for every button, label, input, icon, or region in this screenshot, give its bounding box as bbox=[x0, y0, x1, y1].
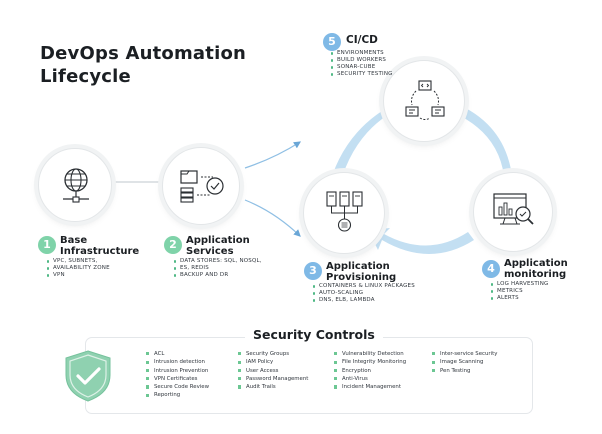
diagram-title-line2: Lifecycle bbox=[40, 66, 131, 87]
list-item: VPC, Subnets, bbox=[47, 258, 110, 265]
list-item: Environments bbox=[331, 50, 393, 57]
list-item: VPN Certificates bbox=[146, 375, 209, 383]
list-item: User Access bbox=[238, 367, 308, 375]
step-2-title: Application Services bbox=[186, 235, 250, 257]
step-1-title-line2: Infrastructure bbox=[60, 246, 140, 257]
step-4-title-line1: Application bbox=[504, 258, 568, 269]
globe-network-icon bbox=[63, 168, 89, 203]
step-4-badge: 4 bbox=[482, 260, 500, 278]
step-5-items: Environments Build Workers Sonar-Cube Se… bbox=[331, 50, 393, 78]
list-item: Containers & Linux Packages bbox=[313, 283, 415, 290]
list-item: Sonar-Cube bbox=[331, 64, 393, 71]
circle-base-infrastructure bbox=[38, 148, 112, 222]
list-item: Audit Trails bbox=[238, 383, 308, 391]
step-2-title-line1: Application bbox=[186, 235, 250, 246]
step-5-title-line1: CI/CD bbox=[346, 34, 378, 46]
step-4-items: Log Harvesting Metrics Alerts bbox=[491, 281, 549, 302]
circle-application-provisioning bbox=[303, 172, 385, 254]
list-item: Secure Code Review bbox=[146, 383, 209, 391]
list-item: Intrusion Prevention bbox=[146, 367, 209, 375]
security-column-2: Security Groups IAM Policy User Access P… bbox=[238, 350, 308, 391]
shield-check-icon bbox=[65, 350, 111, 402]
list-item: Reporting bbox=[146, 391, 209, 399]
list-item: Data Stores: SQL, NoSQL, bbox=[174, 258, 262, 265]
list-item: DNS, ELB, Lambda bbox=[313, 297, 415, 304]
list-item: Pen Testing bbox=[432, 367, 497, 375]
step-1-title-line1: Base bbox=[60, 235, 88, 246]
list-item: Availability Zone bbox=[47, 265, 110, 272]
list-item: Metrics bbox=[491, 288, 549, 295]
step-2-badge: 2 bbox=[164, 236, 182, 254]
list-item: Password Management bbox=[238, 375, 308, 383]
list-item: Vulnerability Detection bbox=[334, 350, 406, 358]
step-3-title-line2: Provisioning bbox=[326, 272, 397, 283]
security-column-1: ACL Intrusion detection Intrusion Preven… bbox=[146, 350, 209, 400]
step-1-items: VPC, Subnets, Availability Zone VPN bbox=[47, 258, 110, 279]
list-item: Image Scanning bbox=[432, 358, 497, 366]
list-item: ES, Redis bbox=[174, 265, 262, 272]
list-item: Backup and DR bbox=[174, 272, 262, 279]
circle-application-monitoring bbox=[473, 172, 553, 252]
list-item: ACL bbox=[146, 350, 209, 358]
list-item: Build Workers bbox=[331, 57, 393, 64]
list-item: Alerts bbox=[491, 295, 549, 302]
list-item: Auto-Scaling bbox=[313, 290, 415, 297]
list-item: IAM Policy bbox=[238, 358, 308, 366]
diagram-title: DevOps Automation Lifecycle bbox=[40, 42, 246, 88]
cycle-arrow-4-to-3 bbox=[368, 228, 474, 254]
list-item: Security Testing bbox=[331, 71, 393, 78]
code-pipeline-icon bbox=[405, 80, 445, 120]
arrow-to-provisioning bbox=[244, 199, 301, 237]
step-3-title: Application Provisioning bbox=[326, 261, 396, 283]
list-item: Inter-service Security bbox=[432, 350, 497, 358]
step-5-title: CI/CD bbox=[346, 35, 378, 46]
step-1-title: Base Infrastructure bbox=[60, 235, 139, 257]
step-2-title-line2: Services bbox=[186, 246, 234, 257]
step-4-title-line2: monitoring bbox=[504, 269, 567, 280]
circle-ci-cd bbox=[383, 60, 465, 142]
cycle-arrow-5-to-4 bbox=[452, 103, 522, 194]
step-3-badge: 3 bbox=[304, 262, 322, 280]
security-column-3: Vulnerability Detection File Integrity M… bbox=[334, 350, 406, 391]
step-3-items: Containers & Linux Packages Auto-Scaling… bbox=[313, 283, 415, 304]
security-controls-title: Security Controls bbox=[245, 327, 383, 342]
server-deploy-icon bbox=[326, 191, 363, 232]
step-2-items: Data Stores: SQL, NoSQL, ES, Redis Backu… bbox=[174, 258, 262, 279]
diagram-title-line1: DevOps Automation bbox=[40, 43, 247, 64]
list-item: Incident Management bbox=[334, 383, 406, 391]
arrow-to-cicd bbox=[244, 141, 302, 169]
list-item: Anti-Virus bbox=[334, 375, 406, 383]
step-1-badge: 1 bbox=[38, 236, 56, 254]
database-sync-icon bbox=[180, 170, 224, 203]
monitor-analytics-icon bbox=[493, 193, 534, 225]
security-column-4: Inter-service Security Image Scanning Pe… bbox=[432, 350, 497, 375]
list-item: VPN bbox=[47, 272, 110, 279]
circle-application-services bbox=[162, 147, 240, 225]
list-item: File Integrity Monitoring bbox=[334, 358, 406, 366]
step-4-title: Application monitoring bbox=[504, 258, 568, 280]
step-3-title-line1: Application bbox=[326, 261, 390, 272]
list-item: Log Harvesting bbox=[491, 281, 549, 288]
list-item: Security Groups bbox=[238, 350, 308, 358]
list-item: Intrusion detection bbox=[146, 358, 209, 366]
list-item: Encryption bbox=[334, 367, 406, 375]
step-5-badge: 5 bbox=[323, 33, 341, 51]
